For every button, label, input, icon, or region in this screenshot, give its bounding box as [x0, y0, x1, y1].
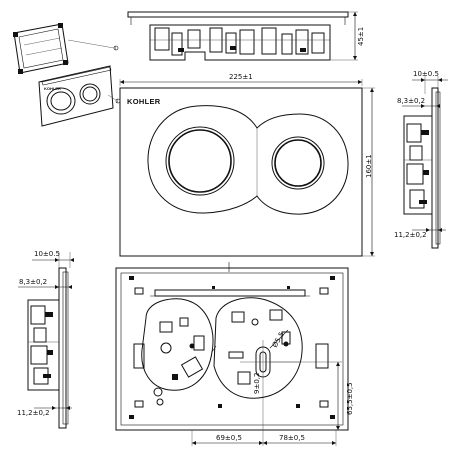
dim-left-inner: 8,3±0,2	[19, 278, 47, 286]
callout-leader-2	[107, 94, 117, 101]
back-view: Ø5,5 9±0,2 65,5±0,5 69±0,5 78±0,5	[115, 262, 354, 446]
button-surround	[147, 105, 349, 215]
dim-right-depth: 11,2±0,2	[394, 231, 427, 239]
dim-front-height: 160±1	[365, 154, 373, 178]
dim-back-right: 78±0,5	[279, 434, 305, 442]
exploded-view: KOHLER	[13, 23, 121, 127]
dim-left-thickness: 10±0.5	[34, 250, 60, 258]
dim-right-thickness: 10±0.5	[413, 70, 439, 78]
mounting-frame	[13, 23, 69, 74]
callout-number-1: 1	[114, 46, 117, 51]
front-plate	[119, 87, 363, 257]
dim-top-height: 45±1	[357, 27, 365, 46]
dim-back-left: 69±0,5	[216, 434, 242, 442]
callout-1	[113, 45, 119, 51]
top-view: 45±1	[127, 11, 365, 61]
right-side-view: 10±0.5 8,3±0,2 11,2±0,2	[394, 70, 448, 249]
front-plate-perspective: KOHLER	[38, 65, 114, 127]
callout-number-2: 2	[116, 99, 119, 104]
dim-back-height: 65,5±0,5	[346, 382, 354, 415]
dim-back-slot: 9±0,2	[253, 373, 261, 394]
front-view: 225±1 KOHLER 160±1	[119, 73, 375, 257]
half-flush-button	[271, 136, 325, 190]
dim-right-inner: 8,3±0,2	[397, 97, 425, 105]
brand-small-label: KOHLER	[44, 86, 61, 91]
dim-front-width: 225±1	[229, 73, 253, 81]
back-plate	[115, 267, 349, 431]
callout-leader-1	[67, 39, 115, 49]
dim-left-depth: 11,2±0,2	[17, 409, 50, 417]
full-flush-button	[165, 126, 235, 196]
brand-label: KOHLER	[127, 97, 161, 106]
left-side-view: 10±0.5 8,3±0,2 11,2±0,2	[17, 250, 74, 429]
